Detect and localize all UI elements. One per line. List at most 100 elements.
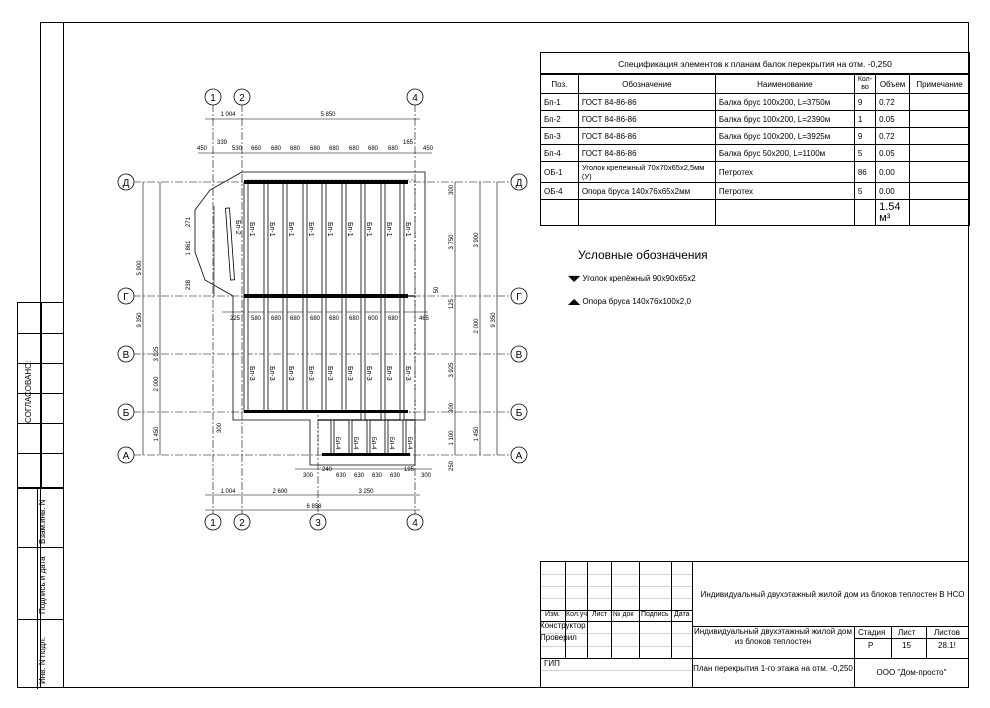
axis-label: Д [516,178,523,189]
stamp-sheet-title: План перекрытия 1-го этажа на отм. -0,25… [693,664,853,673]
cell [909,144,970,162]
cell [909,182,970,200]
axis-label: В [123,350,130,361]
joist-label: Бп-4 [352,437,358,450]
joist-label: Бп-4 [406,437,412,450]
cell [909,127,970,145]
dim: 1 450 [474,426,480,442]
joist-bp4 [384,419,389,456]
axis-label: Б [123,408,130,419]
joist-labels: Бп-1 Бп-1 Бп-1 Бп-1 Бп-1 Бп-1 Бп-1 Бп-1 … [234,220,412,450]
cell: 5 [853,144,877,162]
joist-label: Бп-1 [404,222,411,237]
joist-bp3 [321,295,327,413]
axis-label: А [123,451,130,462]
dim: 125 [449,298,455,309]
spec-title: Спецификация элементов к планам балок пе… [540,52,970,74]
cell: 0.72 [875,93,911,111]
legend-item-angle: ◥◤ Уголок крепёжный 90х90х65х2 [568,274,696,283]
dim: 300 [449,402,455,413]
stamp-col: Лист [592,611,608,618]
title-block [540,561,969,688]
dim: 3 925 [449,362,455,378]
cell: Балка брус 100х200, L=3925м [714,127,855,145]
joist-label: Бп-3 [268,366,275,381]
dim: 1 004 [220,112,236,118]
joist-label: Бп-3 [346,366,353,381]
stamp-stage-label: Стадия [858,628,886,637]
joist-bp3 [380,295,386,421]
cell: ГОСТ 84-86-86 [577,127,716,145]
dim: 2 600 [272,489,288,495]
joist-label: Бп-3 [385,366,392,381]
cell: 0.00 [875,161,911,183]
joist-label: Бп-3 [287,366,294,381]
dim: 5 850 [320,112,336,118]
inv-orig-label: Инв. N подл. [38,636,47,684]
cell: Опора бруса 140х76х65х2мм [577,182,716,200]
joist-bp1 [243,181,249,297]
dimensions: 1 004 5 850 450 339 530 660 680 680 680 … [137,112,497,510]
axis-label: Г [516,292,522,303]
stamp-constructor: Конструктор [540,621,586,630]
joist-label: Бп-4 [334,437,340,450]
dim: 50 [434,286,440,293]
joist-bp1 [302,181,308,297]
axis-label: 2 [239,93,245,104]
cell: Балка брус 50х200, L=1100м [714,144,855,162]
dim: 1 004 [220,489,236,495]
joist-bp3 [399,295,405,421]
stamp-col: № док [613,611,634,618]
joist-bp1 [263,181,269,297]
joist-label: Бп-4 [370,437,376,450]
dim: 1 861 [186,240,192,256]
dim: 1 450 [154,426,160,442]
joist-bp1 [360,181,366,297]
dim: 630 [354,473,365,479]
dim: 271 [186,216,192,227]
dim: 680 [349,316,360,322]
dim: 680 [388,146,399,152]
dim: 225 [230,316,241,322]
cell: 86 [853,161,877,183]
dim: 165 [403,140,414,146]
stamp-sheet: 15 [902,641,911,650]
dim: 300 [421,473,432,479]
dim: 680 [329,316,340,322]
joist-bp3 [263,295,269,413]
dim: 300 [449,184,455,195]
dim: 6 858 [306,504,322,510]
agreed-label: СОГЛАСОВАНО: [24,360,33,423]
joist-bp4 [348,419,353,456]
axis-label: В [516,350,523,361]
cell: Уголок крепежный 70х70х65х2,5мм (У) [577,161,716,183]
dim: 680 [290,146,301,152]
dim: 300 [303,473,314,479]
stamp-col: Дата [674,611,690,618]
joist-bp1 [341,181,347,297]
axis-label: 1 [210,518,216,529]
joist-label: Бп-1 [287,222,294,237]
joist-bp4 [330,419,335,456]
cell: 1 [853,110,877,128]
dim: 3 900 [474,232,480,248]
cell: ОБ-1 [540,161,579,183]
dim: 465 [419,316,430,322]
joist-label: Бп-1 [307,222,314,237]
stamp-col: Подпись [641,611,669,618]
stamp-col: Кол.уч [566,611,587,618]
dim: 680 [310,146,321,152]
spec-total-unit: м³ [879,211,891,224]
stamp-project: Индивидуальный двухэтажный жилой дом из … [700,590,965,599]
dim: 5 900 [137,260,143,276]
spec-table: Поз. Обозначение Наименование Кол-во Объ… [540,74,970,226]
dim: 660 [251,146,262,152]
dim: 1 100 [449,430,455,446]
joist-bp4 [366,419,371,456]
dim: 3 750 [449,234,455,250]
